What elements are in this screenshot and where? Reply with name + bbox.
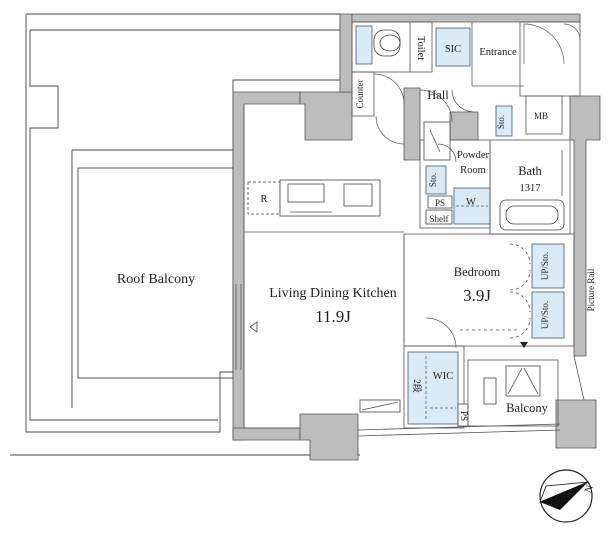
ps-label-wic: PS xyxy=(459,411,469,421)
bath-label: Bath xyxy=(518,164,542,178)
north-label: N xyxy=(583,483,596,494)
bedroom-area xyxy=(403,233,575,349)
bath-size-label: 1317 xyxy=(520,183,541,194)
toilet-label: Toilet xyxy=(415,36,426,60)
exterior-walls xyxy=(232,13,601,461)
hall-area xyxy=(351,71,563,145)
entrance-area xyxy=(435,21,581,97)
mb-label: MB xyxy=(534,111,548,121)
roof-balcony-area xyxy=(10,13,360,456)
up-sto-label-1: UP/Sto. xyxy=(540,252,550,280)
shelf-label: Shelf xyxy=(430,214,449,224)
up-sto-label-2: UP/Sto. xyxy=(540,301,550,329)
bedroom-area-label: 3.9J xyxy=(463,286,491,305)
balcony-label: Balcony xyxy=(506,401,548,415)
w-label: W xyxy=(466,197,476,208)
ps-label: PS xyxy=(435,198,445,208)
powder-label: Powder xyxy=(457,150,490,161)
wic-shelf-label: 2段 xyxy=(412,379,423,393)
balcony-area xyxy=(357,355,585,437)
toilet-room xyxy=(351,21,433,73)
ldk-area-label: 11.9J xyxy=(315,307,351,326)
sto-label-hall: Sto. xyxy=(496,115,506,129)
hall-label: Hall xyxy=(427,88,449,102)
sto-label-powder: Sto. xyxy=(428,173,438,187)
powder-room-label: Room xyxy=(460,165,486,176)
wic-label: WIC xyxy=(433,371,453,382)
picture-rail-label: Picture Rail xyxy=(586,268,596,311)
entrance-label: Entrance xyxy=(479,47,517,58)
fridge-label: R xyxy=(260,194,267,205)
ldk-label: Living Dining Kitchen xyxy=(269,286,397,301)
wic-area xyxy=(403,345,469,429)
counter-label: Counter xyxy=(355,80,365,109)
ldk-room xyxy=(235,104,405,429)
roof-balcony-label: Roof Balcony xyxy=(117,272,195,287)
north-compass-icon: N xyxy=(539,469,596,523)
powder-bath-area xyxy=(419,121,571,235)
sic-label: SIC xyxy=(445,44,461,55)
bedroom-label: Bedroom xyxy=(454,265,501,279)
